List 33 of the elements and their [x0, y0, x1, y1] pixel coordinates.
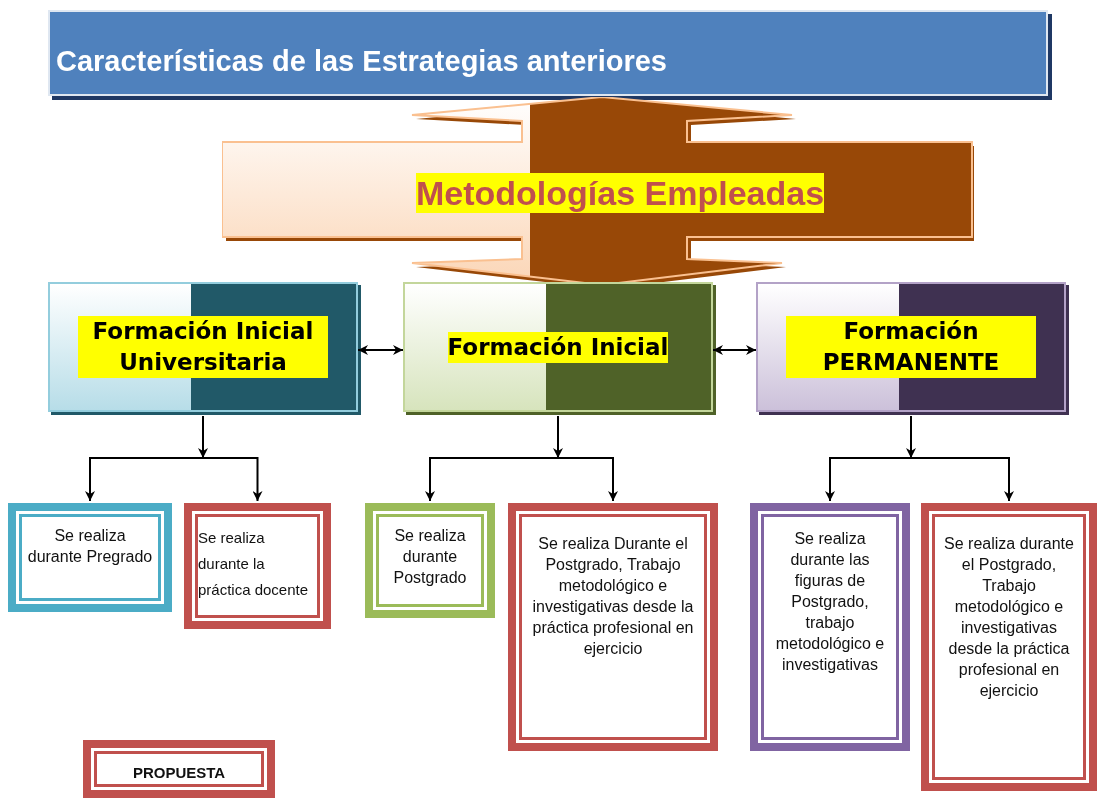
framed-box [365, 503, 495, 618]
arrow [198, 415, 208, 459]
framed-box [750, 503, 910, 751]
box-text: Se realiza durante las figuras de Postgrado, trabajo metodológico e investigativas [774, 529, 886, 675]
double-arrow [357, 345, 404, 355]
box-text: Se realiza durante el Postgrado, Trabajo metodológico e investigativas desde la práctica profesional en ejercicio [943, 534, 1075, 701]
arrow [906, 415, 916, 459]
title-text: Características de las Estrategias anteriores [56, 45, 667, 78]
box-text: Se realiza durante Pregrado [26, 526, 154, 567]
arrow [825, 457, 912, 502]
double-arrow [712, 345, 757, 355]
framed-box [508, 503, 718, 751]
heading-text: Metodologías Empleadas [416, 173, 825, 213]
category-label: Formación PERMANENTE [786, 316, 1036, 378]
framed-box [921, 503, 1097, 791]
framed-box [8, 503, 172, 612]
box-text: PROPUESTA [131, 763, 227, 783]
category-box [403, 282, 713, 412]
arrow [553, 415, 563, 459]
arrow [85, 457, 204, 502]
arrow [557, 457, 618, 502]
box-text: Se realiza durante la práctica docente [197, 528, 310, 600]
category-box [48, 282, 358, 412]
box-text: Se realiza durante Postgrado [392, 526, 468, 588]
arrow [425, 457, 559, 502]
category-label: Formación Inicial [447, 331, 669, 363]
category-box [756, 282, 1066, 412]
arrow [910, 457, 1014, 502]
category-label: Formación Inicial Universitaria [78, 316, 328, 378]
framed-box [184, 503, 331, 629]
arrow [202, 457, 263, 502]
framed-box [83, 740, 275, 798]
box-text: Se realiza Durante el Postgrado, Trabajo metodológico e investigativas desde la práctica profesional en ejercicio [531, 534, 695, 659]
